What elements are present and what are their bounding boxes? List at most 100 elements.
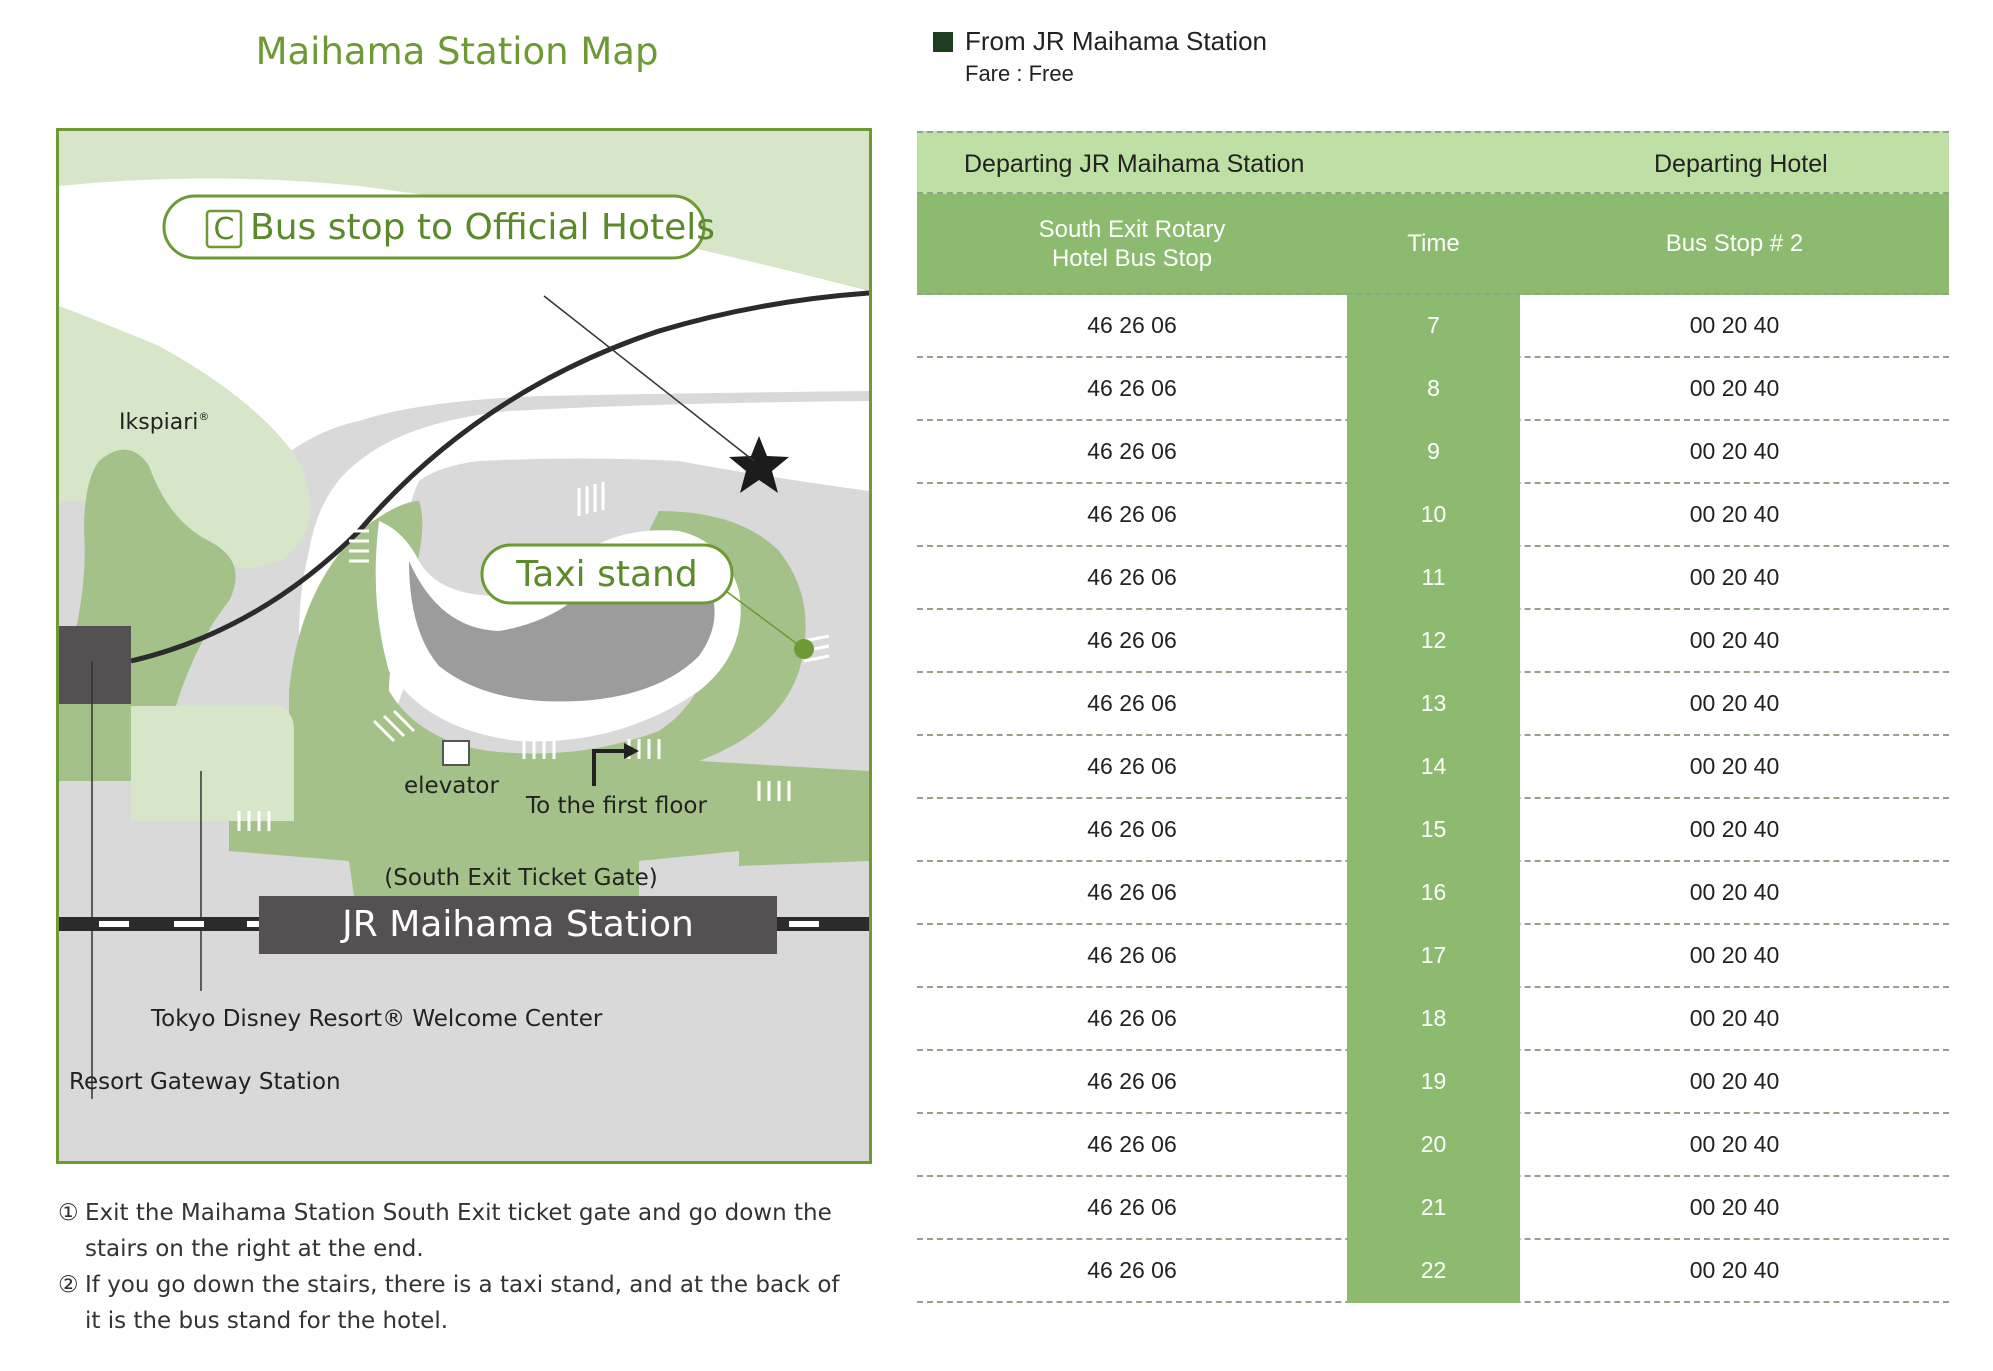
bus-stop-badge-letter: C	[214, 212, 235, 247]
hotel-departure-minutes: 00 20 40	[1689, 1194, 1780, 1220]
hour-cell: 21	[1347, 1177, 1520, 1240]
hotel-departure-minutes: 00 20 40	[1689, 501, 1780, 527]
column-station-stop-line1: South Exit Rotary	[1038, 215, 1226, 243]
hotel-departure-minutes: 00 20 40	[1689, 312, 1780, 338]
taxi-label: Taxi stand	[515, 554, 697, 595]
hotel-departure-minutes: 00 20 40	[1689, 1131, 1780, 1157]
station-departure-minutes: 46 26 06	[1087, 690, 1177, 716]
hotel-departure-minutes: 00 20 40	[1689, 690, 1780, 716]
bus-stop-badge	[205, 209, 243, 249]
station-departure-minutes: 46 26 06	[1087, 438, 1177, 464]
timetable-top-header: Departing JR Maihama Station Departing H…	[917, 131, 1949, 194]
hour-cell: 19	[1347, 1051, 1520, 1114]
hour-cell: 20	[1347, 1114, 1520, 1177]
instruction-2: ② If you go down the stairs, there is a …	[58, 1267, 858, 1339]
first-floor-arrow	[592, 749, 624, 786]
ikspiari-area	[59, 306, 311, 568]
bus-stop-star	[729, 436, 789, 493]
table-row: 46 26 06 7 00 20 40	[917, 295, 1949, 358]
instruction-text: Exit the Maihama Station South Exit tick…	[85, 1200, 832, 1262]
column-station-stop: South Exit Rotary Hotel Bus Stop	[917, 194, 1347, 293]
hotel-departure-minutes: 00 20 40	[1689, 942, 1780, 968]
hour-cell: 11	[1347, 547, 1520, 610]
hour-cell: 12	[1347, 610, 1520, 673]
ticket-gate-label: (South Exit Ticket Gate)	[384, 865, 657, 891]
instructions: ① Exit the Maihama Station South Exit ti…	[58, 1195, 858, 1339]
hour-cell: 15	[1347, 799, 1520, 862]
first-floor-label: To the first floor	[525, 793, 707, 819]
station-departure-minutes: 46 26 06	[1087, 627, 1177, 653]
elevator-box	[442, 740, 470, 766]
station-departure-minutes: 46 26 06	[1087, 753, 1177, 779]
elevator-label: elevator	[404, 773, 499, 799]
station-departure-minutes: 46 26 06	[1087, 942, 1177, 968]
taxi-stand-dot	[794, 639, 814, 659]
departing-station-heading: Departing JR Maihama Station	[964, 150, 1305, 178]
route-fare: Fare : Free	[965, 61, 1074, 86]
bus-stop-label: Bus stop to Official Hotels	[250, 207, 715, 248]
station-departure-minutes: 46 26 06	[1087, 501, 1177, 527]
table-row: 46 26 06 16 00 20 40	[917, 862, 1949, 925]
hotel-departure-minutes: 00 20 40	[1689, 627, 1780, 653]
hour-cell: 22	[1347, 1240, 1520, 1303]
station-departure-minutes: 46 26 06	[1087, 312, 1177, 338]
hour-cell: 18	[1347, 988, 1520, 1051]
hotel-departure-minutes: 00 20 40	[1689, 438, 1780, 464]
hour-cell: 13	[1347, 673, 1520, 736]
table-row: 46 26 06 15 00 20 40	[917, 799, 1949, 862]
table-row: 46 26 06 21 00 20 40	[917, 1177, 1949, 1240]
hotel-departure-minutes: 00 20 40	[1689, 1005, 1780, 1031]
column-time: Time	[1407, 230, 1460, 257]
map-title: Maihama Station Map	[255, 30, 659, 73]
route-marker-icon	[933, 32, 953, 52]
station-label: JR Maihama Station	[340, 904, 694, 945]
taxi-leader	[718, 585, 805, 650]
timetable-column-header: South Exit Rotary Hotel Bus Stop Time Bu…	[917, 194, 1949, 295]
column-hotel-stop: Bus Stop # 2	[1665, 230, 1804, 257]
route-title: From JR Maihama Station	[965, 26, 1267, 56]
instruction-1: ① Exit the Maihama Station South Exit ti…	[58, 1195, 858, 1267]
station-departure-minutes: 46 26 06	[1087, 879, 1177, 905]
hotel-departure-minutes: 00 20 40	[1689, 375, 1780, 401]
station-departure-minutes: 46 26 06	[1087, 1131, 1177, 1157]
hotel-departure-minutes: 00 20 40	[1689, 879, 1780, 905]
instruction-number: ②	[58, 1272, 79, 1298]
ikspiari-label: Ikspiari®	[119, 410, 209, 435]
table-row: 46 26 06 20 00 20 40	[917, 1114, 1949, 1177]
monorail-line	[130, 290, 869, 664]
station-departure-minutes: 46 26 06	[1087, 816, 1177, 842]
bus-stop-callout	[162, 194, 706, 260]
gateway-block	[59, 626, 131, 704]
stairs	[237, 449, 830, 831]
table-row: 46 26 06 13 00 20 40	[917, 673, 1949, 736]
welcome-center-label: Tokyo Disney Resort® Welcome Center	[150, 1006, 603, 1032]
hour-cell: 10	[1347, 484, 1520, 547]
hour-cell: 17	[1347, 925, 1520, 988]
bus-stop-leader	[543, 295, 755, 462]
column-station-stop-line2: Hotel Bus Stop	[1051, 244, 1213, 272]
station-departure-minutes: 46 26 06	[1087, 1194, 1177, 1220]
station-block	[259, 896, 777, 954]
hour-cell: 8	[1347, 358, 1520, 421]
hour-cell: 16	[1347, 862, 1520, 925]
hour-cell: 14	[1347, 736, 1520, 799]
taxi-callout	[480, 543, 734, 605]
station-departure-minutes: 46 26 06	[1087, 564, 1177, 590]
hour-cell: 7	[1347, 295, 1520, 358]
departing-hotel-heading: Departing Hotel	[1654, 150, 1828, 178]
gateway-label: Resort Gateway Station	[69, 1069, 341, 1095]
hotel-departure-minutes: 00 20 40	[1689, 816, 1780, 842]
table-row: 46 26 06 12 00 20 40	[917, 610, 1949, 673]
instruction-number: ①	[58, 1200, 79, 1226]
table-row: 46 26 06 17 00 20 40	[917, 925, 1949, 988]
hotel-departure-minutes: 00 20 40	[1689, 1257, 1780, 1283]
welcome-center-building	[131, 706, 294, 821]
hour-cell: 9	[1347, 421, 1520, 484]
